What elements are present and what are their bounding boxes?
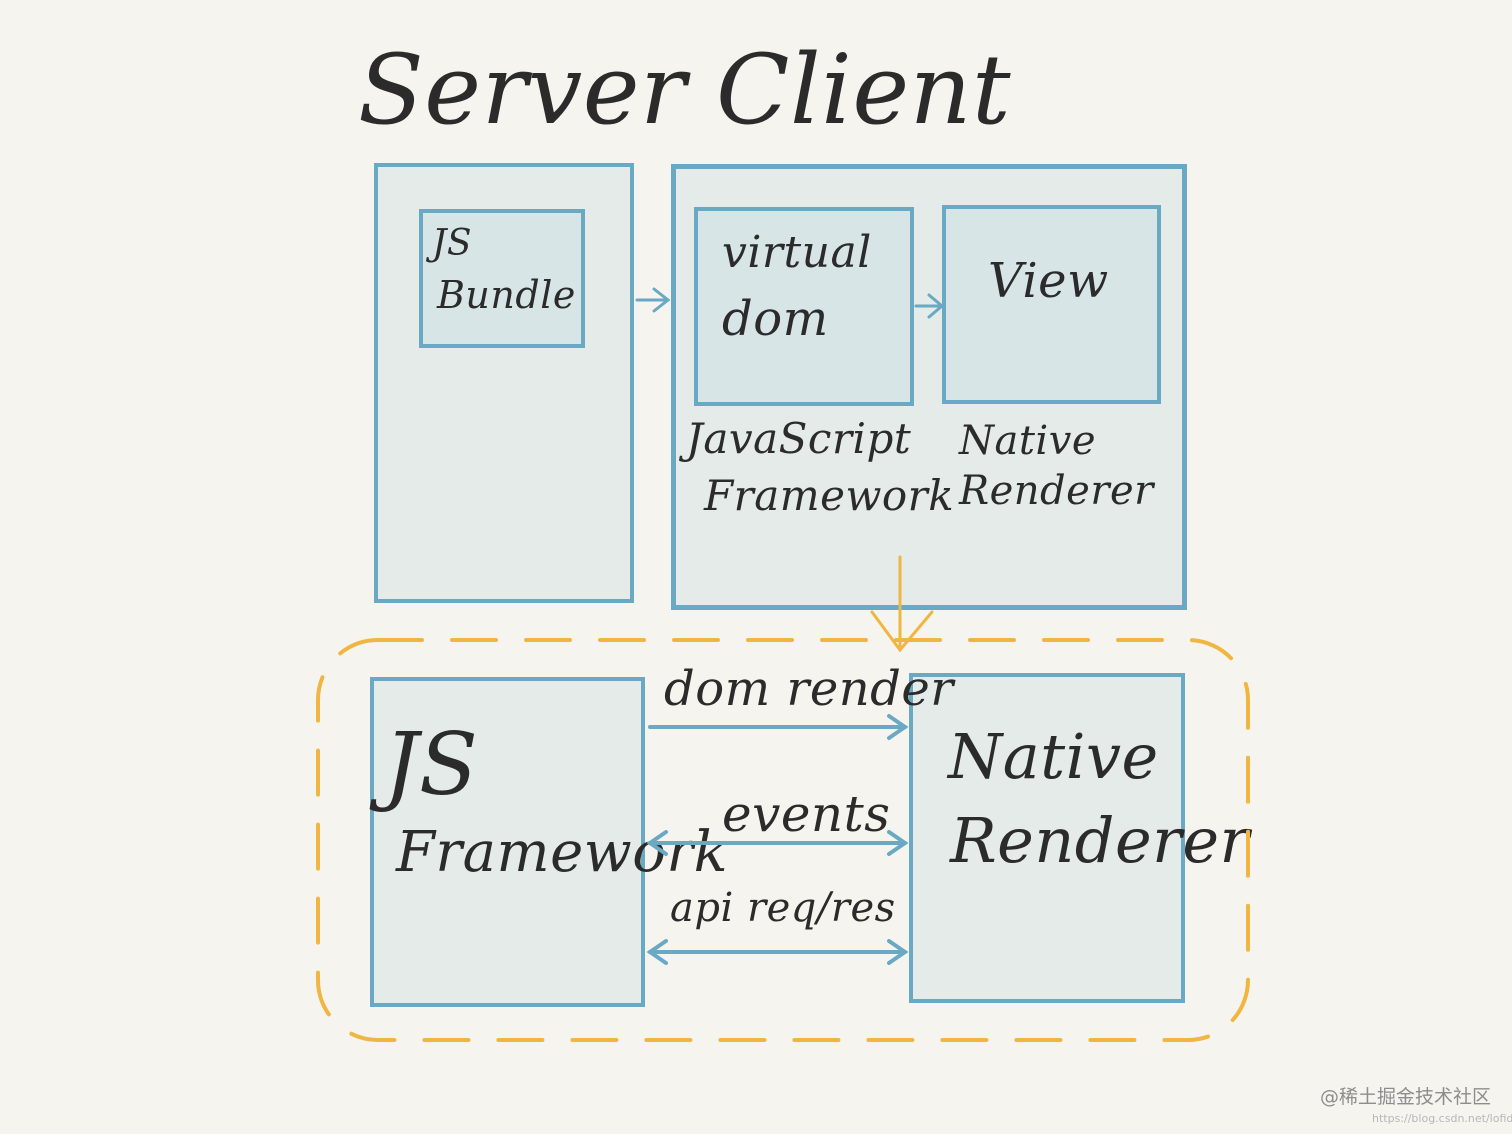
server-heading: Server (358, 34, 687, 146)
js-framework-caption-line1: JavaScript (686, 414, 912, 463)
api-req-res-label: api req/res (670, 885, 896, 931)
watermark-brand: @稀土掘金技术社区 (1320, 1086, 1492, 1108)
dom-render-arrow (648, 714, 909, 740)
view-box (942, 205, 1161, 404)
virtual-dom-label-line1: virtual (722, 227, 872, 278)
bottom-renderer-label-line2: Renderer (950, 804, 1250, 877)
dom-render-label: dom render (664, 661, 954, 717)
bottom-js-framework-box (370, 677, 645, 1007)
bottom-framework-label-line2: Framework (396, 820, 729, 885)
events-arrow (646, 830, 909, 856)
dashed-group-outline (316, 638, 1250, 1042)
events-label: events (722, 785, 891, 843)
view-label: View (988, 253, 1109, 309)
vdom-to-view-arrow (914, 293, 945, 319)
js-bundle-label-line2: Bundle (437, 273, 576, 317)
client-to-bottom-arrow (870, 555, 934, 653)
native-renderer-caption-line1: Native (959, 418, 1096, 464)
bottom-js-label-line1: JS (384, 715, 479, 815)
server-to-client-arrow (635, 287, 671, 313)
native-renderer-caption-line2: Renderer (959, 468, 1154, 514)
virtual-dom-label-line2: dom (722, 291, 829, 347)
js-bundle-label-line1: JS (432, 223, 473, 264)
client-heading: Client (716, 34, 1012, 146)
api-arrow (646, 939, 909, 965)
watermark-url: https://blog.csdn.net/lofid... (1372, 1112, 1512, 1125)
js-bundle-box (419, 209, 585, 348)
bottom-native-renderer-box (909, 673, 1185, 1003)
bottom-native-label-line1: Native (948, 720, 1159, 793)
js-framework-caption-line2: Framework (704, 471, 955, 520)
virtual-dom-box (694, 207, 914, 406)
